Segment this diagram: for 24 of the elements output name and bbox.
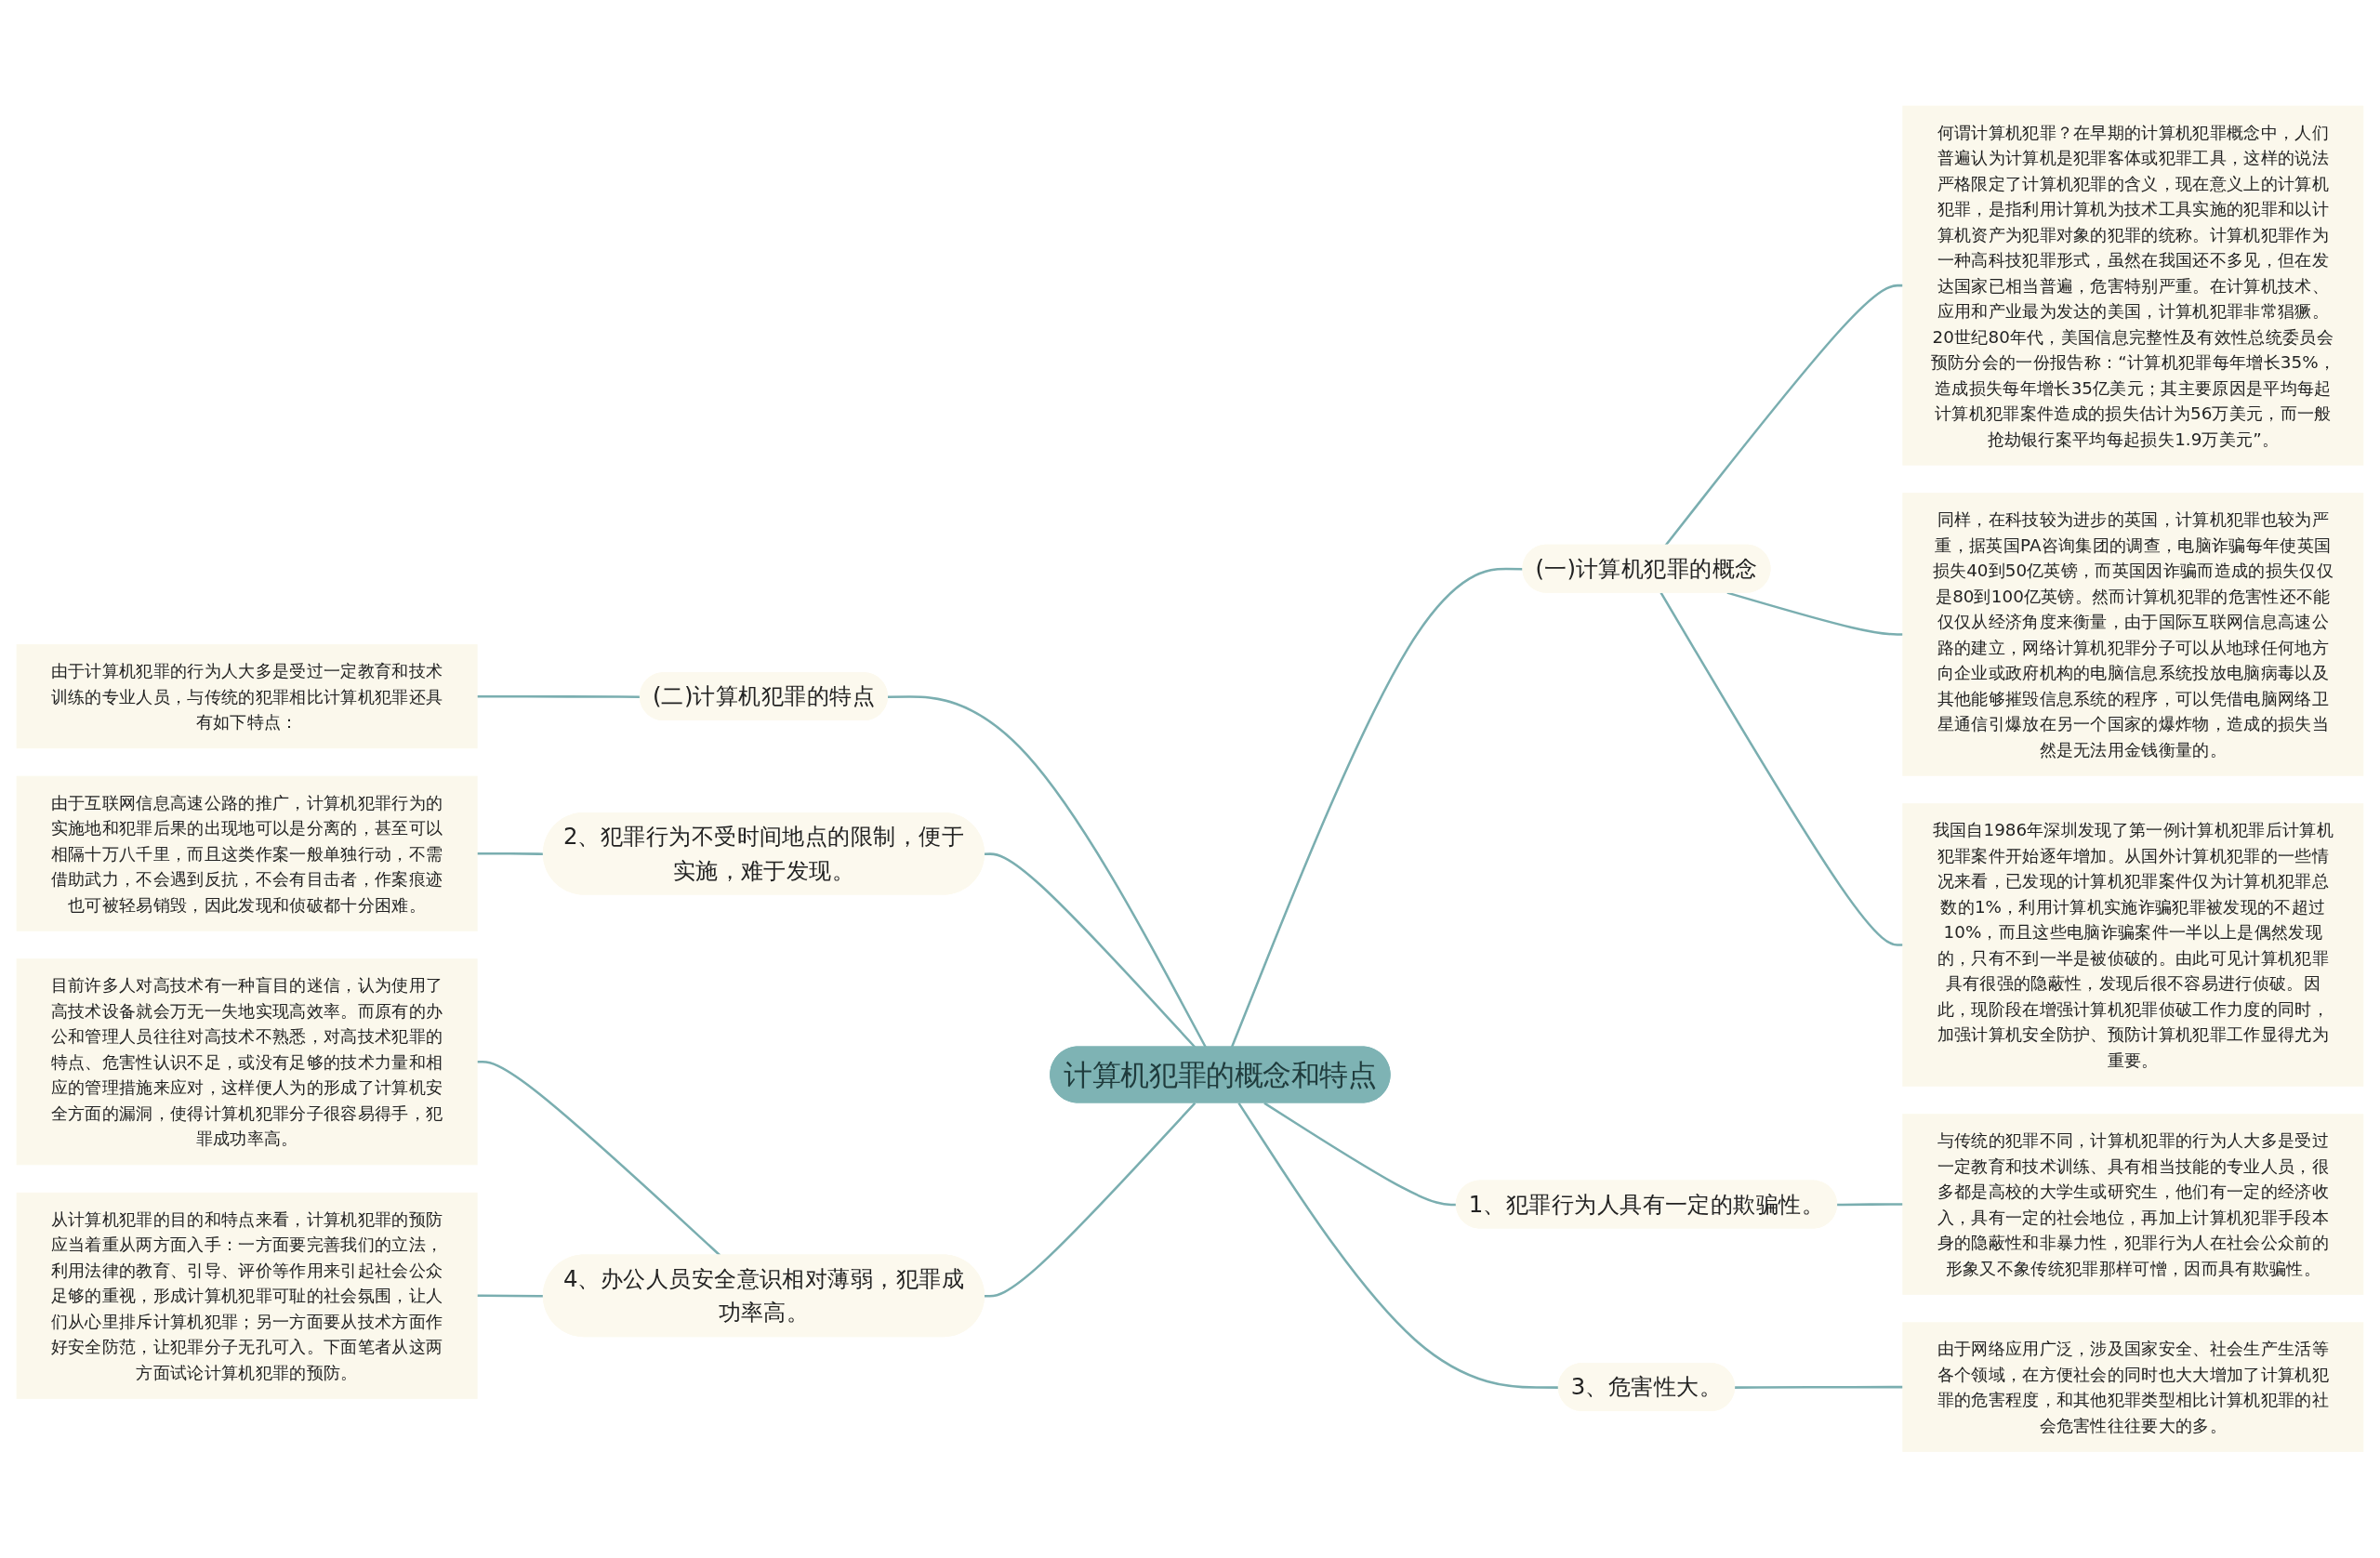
node-box: 由于计算机犯罪的行为人大多是受过一定教育和技术训练的专业人员，与传统的犯罪相比计算机犯罪还具有如下特点： xyxy=(16,644,478,749)
connector xyxy=(1237,1102,1559,1390)
connector xyxy=(1837,1203,1903,1207)
connector xyxy=(887,695,1207,1049)
connector xyxy=(1263,1102,1457,1207)
connector xyxy=(1664,284,1903,547)
connector xyxy=(1726,591,1903,636)
node-box: 目前许多人对高技术有一种盲目的迷信，认为使用了高技术设备就会万无一失地实现高效率。而原有的办公和管理人员往往对高技术不熟悉，对高技术犯罪的特点、危害性认识不足，或没有足够的技术力量和相应的管理措施来应对，这样便人为的形成了计算机安全方面的漏洞，使得计算机犯罪分子很容易得手，犯罪成功率高。 xyxy=(16,958,478,1166)
node-box: 我国自1986年深圳发现了第一例计算机犯罪后计算机犯罪案件开始逐年增加。从国外计算机犯罪的一些情况来看，已发现的计算机犯罪案件仅为计算机犯罪总数的1%，利用计算机实施诈骗犯罪被发现的不超过10%，而且这些电脑诈骗案件一半以上是偶然发现的，只有不到一半是被侦破的。由此可见计算机犯罪具有很强的隐蔽性，发现后很不容易进行侦破。因此，现阶段在增强计算机犯罪侦破工作力度的同时，加强计算机安全防护、预防计算机犯罪工作显得尤为重要。 xyxy=(1902,803,2364,1087)
connector xyxy=(1735,1386,1903,1390)
node-box: 由于网络应用广泛，涉及国家安全、社会生产生活等各个领域，在方便社会的同时也大大增加了计算机犯罪的危害程度，和其他犯罪类型相比计算机犯罪的社会危害性往往要大的多。 xyxy=(1902,1322,2364,1453)
connector xyxy=(477,1061,721,1257)
node-box: 与传统的犯罪不同，计算机犯罪的行为人大多是受过一定教育和技术训练、具有相当技能的专业人员，很多都是高校的大学生或研究生，他们有一定的经济收入，具有一定的社会地位，再加上计算机犯罪手段本身的隐蔽性和非暴力性，犯罪行为人在社会公众前的形象又不象传统犯罪那样可憎，因而具有欺骗性。 xyxy=(1902,1114,2364,1296)
node-box: 由于互联网信息高速公路的推广，计算机犯罪行为的实施地和犯罪后果的出现地可以是分离的，甚至可以相隔十万八千里，而且这类作案一般单独行动，不需借助武力，不会遇到反抗，不会有目击者，作案痕迹也可被轻易销毁，因此发现和侦破都十分困难。 xyxy=(16,775,478,931)
connector xyxy=(984,1102,1197,1298)
connector xyxy=(984,852,1197,1049)
node-box: 从计算机犯罪的目的和特点来看，计算机犯罪的预防应当着重从两方面入手：一方面要完善我们的立法，利用法律的教育、引导、评价等作用来引起社会公众足够的重视，形成计算机犯罪可耻的社会氛围，让人们从心里排斥计算机犯罪；另一方面要从技术方面作好安全防范，让犯罪分子无孔可入。下面笔者从这两方面试论计算机犯罪的预防。 xyxy=(16,1193,478,1400)
connector xyxy=(477,1294,544,1298)
connector xyxy=(1230,568,1524,1049)
node-box: 同样，在科技较为进步的英国，计算机犯罪也较为严重，据英国PA咨询集团的调查，电脑诈骗每年使英国损失40到50亿英镑，而英国因诈骗而造成的损失仅仅是80到100亿英镑。然而计算机犯罪的危害性还不能仅仅从经济角度来衡量，由于国际互联网信息高速公路的建立，网络计算机犯罪分子可以从地球任何地方向企业或政府机构的电脑信息系统投放电脑病毒以及其他能够摧毁信息系统的程序，可以凭借电脑网络卫星通信引爆放在另一个国家的爆炸物，造成的损失当然是无法用金钱衡量的。 xyxy=(1902,493,2364,776)
connector xyxy=(1659,592,1903,946)
connector xyxy=(477,852,544,856)
connector xyxy=(477,695,641,699)
node-box: 何谓计算机犯罪？在早期的计算机犯罪概念中，人们普遍认为计算机是犯罪客体或犯罪工具，这样的说法严格限定了计算机犯罪的含义，现在意义上的计算机犯罪，是指利用计算机为技术工具实施的犯罪和以计算机资产为犯罪对象的犯罪的统称。计算机犯罪作为一种高科技犯罪形式，虽然在我国还不多见，但在发达国家已相当普遍，危害特别严重。在计算机技术、应用和产业最为发达的美国，计算机犯罪非常猖獗。20世纪80年代，美国信息完整性及有效性总统委员会预防分会的一份报告称：“计算机犯罪每年增长35%，造成损失每年增长35亿美元；其主要原因是平均每起计算机犯罪案件造成的损失估计为56万美元，而一般抢劫银行案平均每起损失1.9万美元”。 xyxy=(1902,105,2364,466)
